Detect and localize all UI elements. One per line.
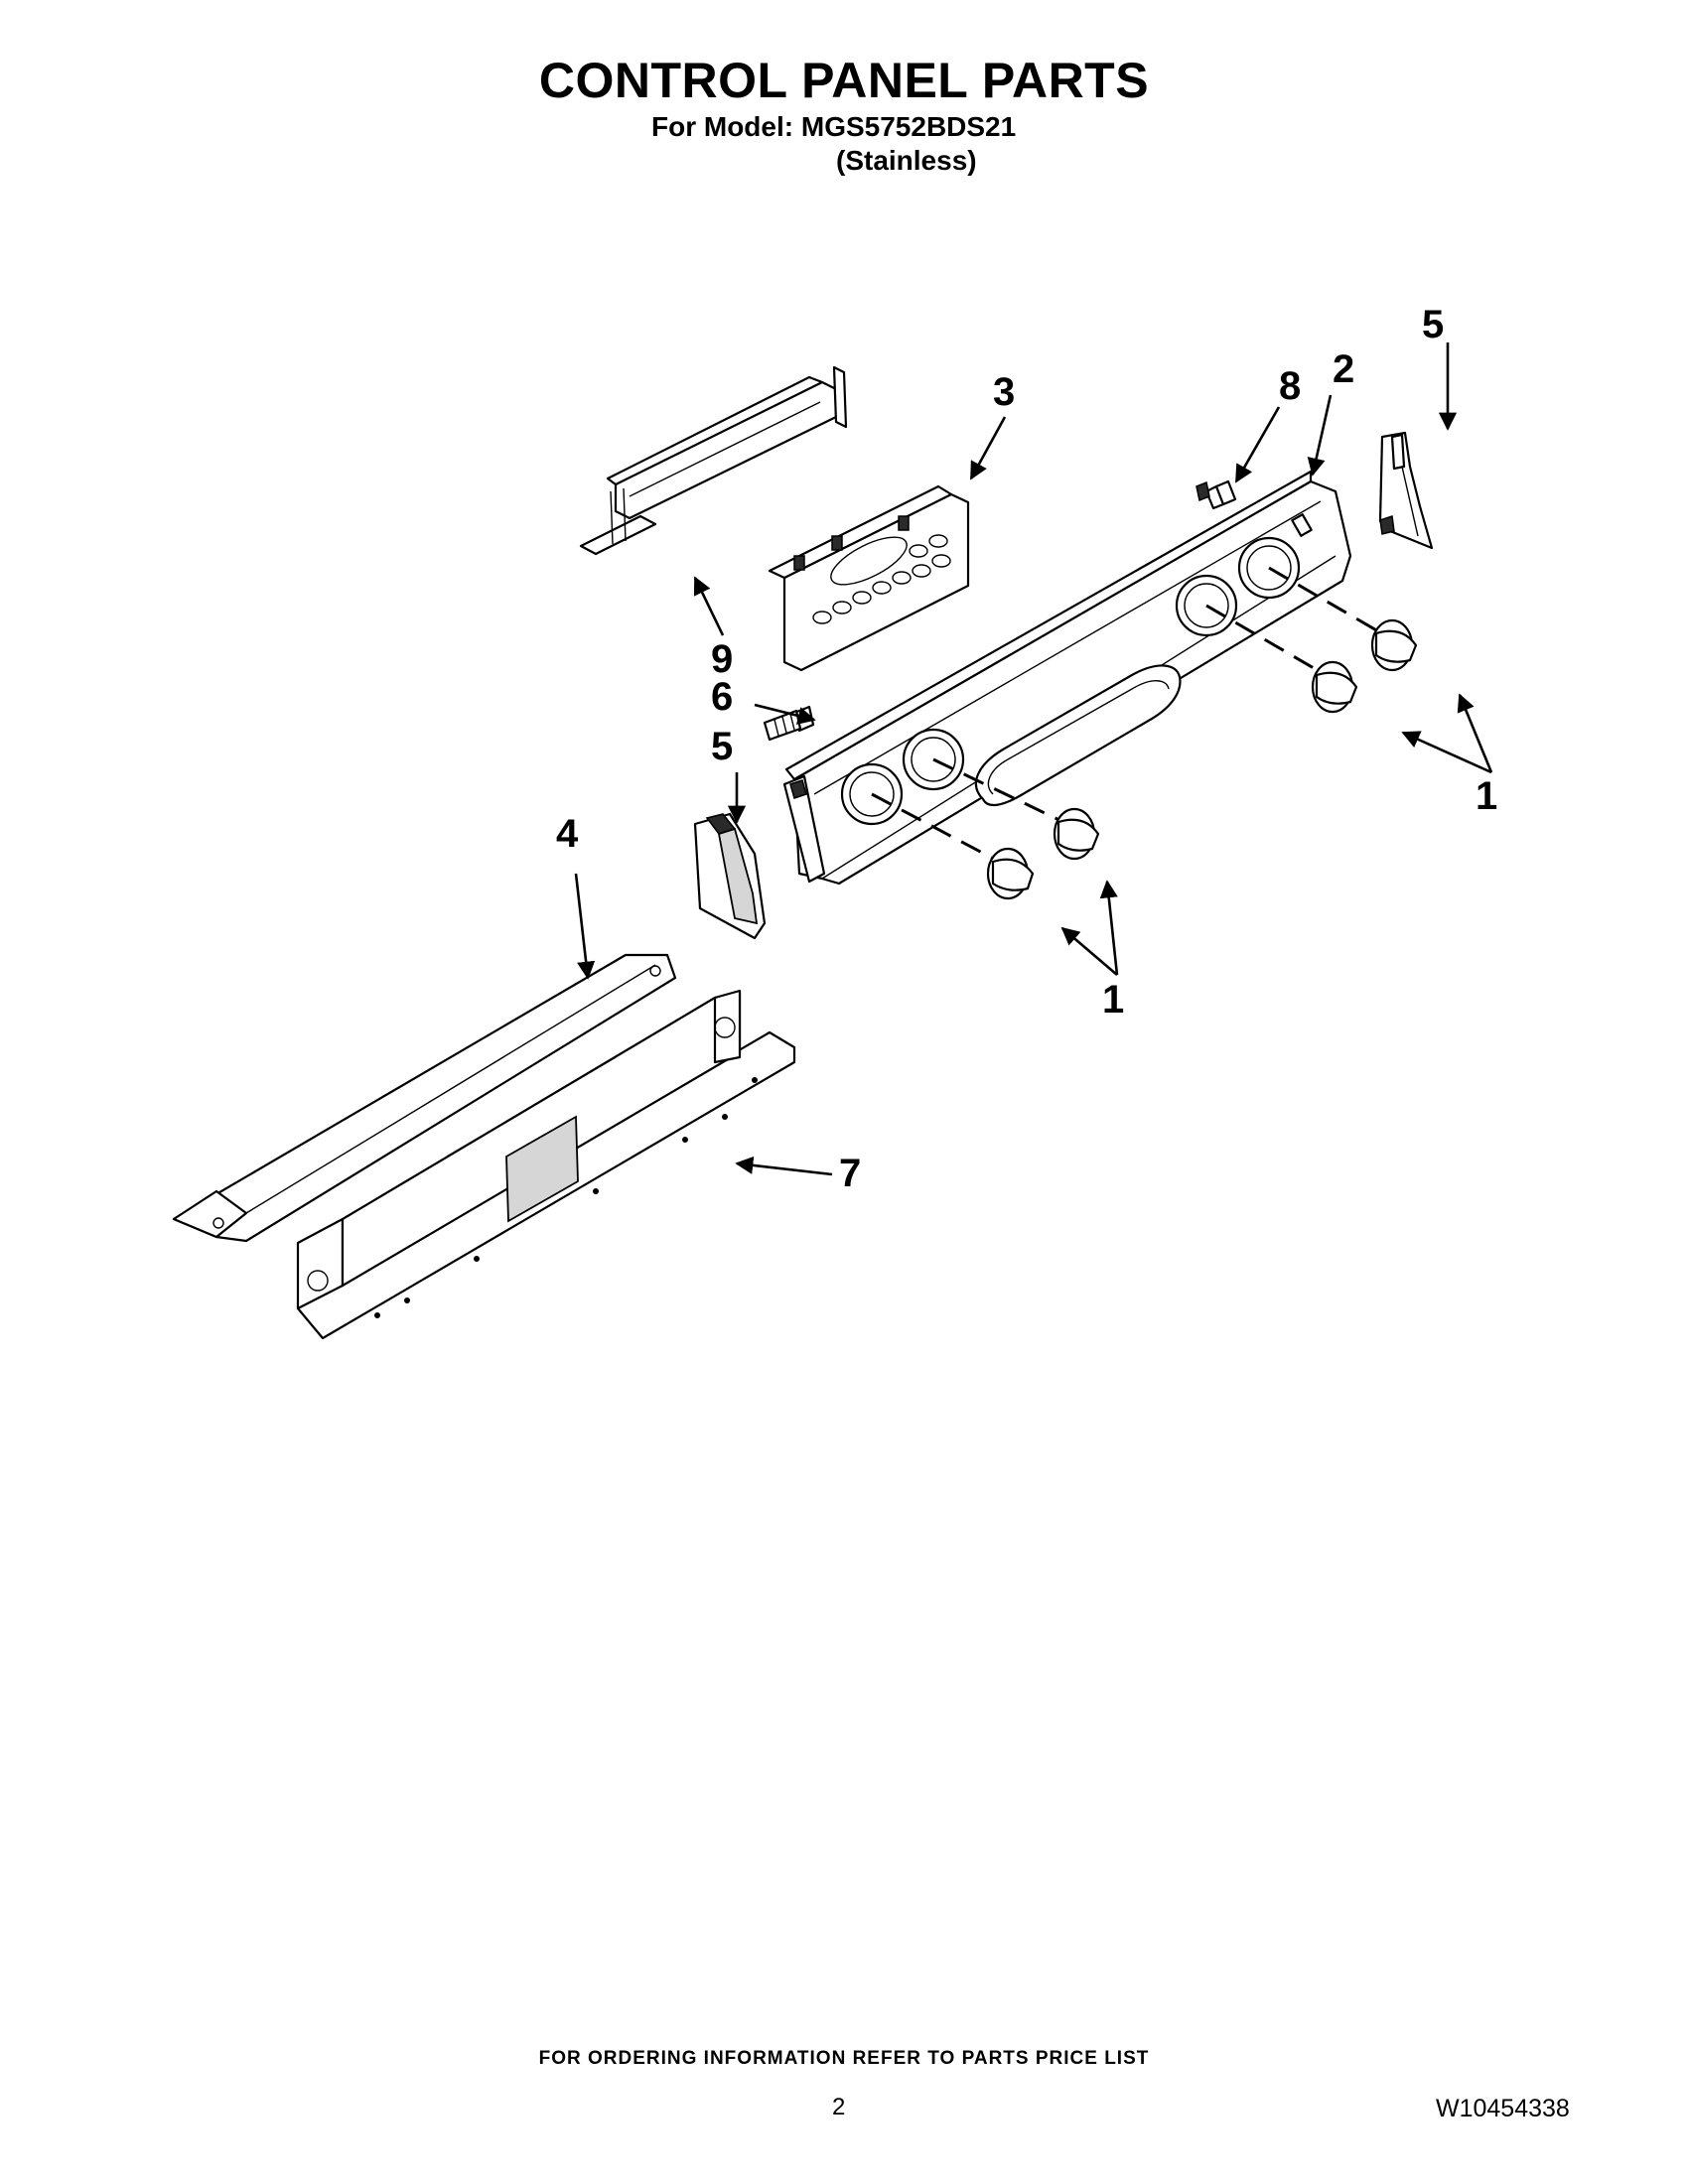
callout-4: 4 xyxy=(556,812,579,856)
part-3-control-board xyxy=(768,484,970,672)
part-8-switch xyxy=(1196,479,1237,510)
callout-6: 6 xyxy=(711,675,734,719)
part-6-screw xyxy=(763,705,815,742)
part-7-bracket-tray xyxy=(296,989,796,1340)
part-2-control-panel xyxy=(782,470,1352,886)
knob-1c xyxy=(1311,660,1358,714)
callout-8: 8 xyxy=(1279,364,1302,408)
part-5-end-cap-right xyxy=(1378,431,1434,550)
part-4-trim-strip xyxy=(172,953,677,1243)
part-9-bracket xyxy=(579,365,848,556)
callout-5-left: 5 xyxy=(711,725,734,768)
callout-9: 9 xyxy=(711,637,734,681)
callout-7: 7 xyxy=(839,1152,862,1195)
part-1-knobs xyxy=(986,618,1418,900)
knob-1d xyxy=(1370,618,1418,672)
callout-1-right: 1 xyxy=(1476,774,1498,818)
page-number: 2 xyxy=(832,2094,846,2120)
callout-1-left: 1 xyxy=(1102,978,1125,1022)
part-5-end-cap-left xyxy=(693,812,767,940)
knob-1b xyxy=(1053,807,1100,861)
leader-arrows xyxy=(574,342,1493,1176)
model-number: For Model: MGS5752BDS21 xyxy=(651,111,1017,142)
callout-3: 3 xyxy=(993,370,1016,414)
ordering-note: FOR ORDERING INFORMATION REFER TO PARTS … xyxy=(538,2048,1150,2069)
knob-alignment-lines xyxy=(871,566,1386,866)
callout-5-right: 5 xyxy=(1422,303,1445,346)
model-variant: (Stainless) xyxy=(836,145,977,176)
page-title: CONTROL PANEL PARTS xyxy=(538,53,1150,108)
callout-2: 2 xyxy=(1333,347,1355,391)
knob-1a xyxy=(986,847,1035,900)
document-number: W10454338 xyxy=(1436,2095,1570,2122)
